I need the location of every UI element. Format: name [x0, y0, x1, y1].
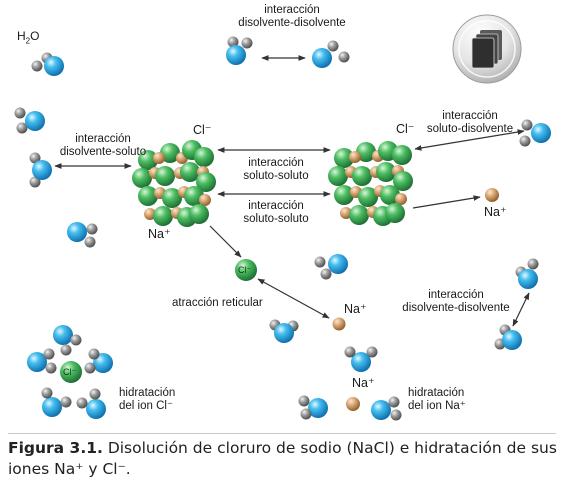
water-molecule-left-2 — [29, 152, 52, 188]
figure-caption: Figura 3.1. Disolución de cloruro de sod… — [8, 438, 558, 480]
water-molecule-topleft — [31, 52, 64, 76]
sodium-ion-free-right — [485, 188, 499, 202]
label-ion-na-bottom: Na⁺ — [352, 376, 375, 390]
water-molecule-right-a — [515, 258, 539, 289]
water-molecule-center — [314, 254, 348, 280]
water-molecule-left-3 — [67, 222, 98, 248]
label-ion-cl-left: Cl⁻ — [193, 123, 212, 137]
label-ion-cl-green: Cl⁻ — [238, 265, 252, 275]
label-solvent-solvent-top: interacción disolvente-disolvente — [238, 4, 346, 29]
label-ion-cl-hydrated: Cl⁻ — [63, 367, 77, 377]
arrow-chloride-release — [209, 225, 242, 258]
arrow-solvent-solvent-right — [512, 292, 530, 327]
hydrated-sodium-cluster — [298, 346, 402, 421]
document-stack-icon[interactable] — [449, 11, 525, 87]
label-ion-na-middle: Na⁺ — [344, 302, 367, 316]
label-solvent-solvent-right: interacción disolvente-disolvente — [402, 289, 510, 314]
chloride-ion-free — [235, 259, 257, 281]
arrow-ion-release — [412, 195, 481, 209]
water-molecule-top-b — [312, 40, 350, 68]
sodium-ion-middle — [332, 317, 346, 331]
label-solvent-solute-left: interacción disolvente-soluto — [59, 133, 147, 158]
water-molecule-center-low — [269, 319, 299, 343]
interaction-arrows — [54, 55, 530, 327]
figure-number: Figura 3.1. — [8, 439, 103, 457]
label-ion-cl-right: Cl⁻ — [396, 122, 415, 136]
figure-caption-text: Disolución de cloruro de sodio (NaCl) e … — [8, 439, 557, 478]
water-molecule-right-b — [494, 324, 522, 350]
label-solute-solvent-right: interacción soluto-disolvente — [426, 110, 514, 135]
label-ion-na-right: Na⁺ — [484, 205, 507, 219]
label-hydration-chloride: hidratación del ion Cl⁻ — [119, 387, 176, 412]
diagram-canvas — [14, 36, 551, 421]
label-lattice-attraction: atracción reticular — [172, 297, 263, 309]
label-hydration-sodium: hidratación del ion Na⁺ — [408, 387, 466, 412]
hydrated-chloride-cluster — [27, 325, 113, 419]
arrow-lattice-attraction — [257, 278, 330, 319]
label-solute-solute-upper: interacción soluto-soluto — [243, 157, 309, 182]
water-formula-label: H2O — [17, 29, 40, 46]
water-molecule-top-a — [226, 36, 253, 65]
nacl-crystal-right — [328, 141, 413, 226]
caption-divider — [8, 433, 556, 434]
label-ion-na-left: Na⁺ — [148, 227, 171, 241]
label-solute-solute-lower: interacción soluto-soluto — [243, 200, 309, 225]
arrow-solute-solvent-right — [414, 129, 525, 151]
nacl-crystal-left — [132, 140, 216, 227]
water-molecule-left-1 — [14, 107, 45, 134]
